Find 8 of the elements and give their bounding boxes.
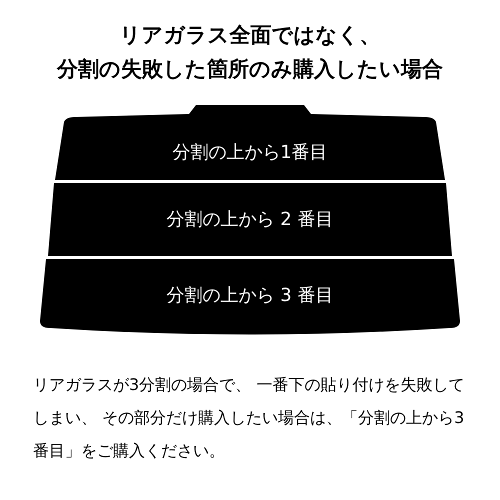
glass-segment xyxy=(55,105,445,180)
caption: リアガラスが3分割の場合で、 一番下の貼り付けを失敗してしまい、 その部分だけ購入したい場合は、「分割の上から3番目」をご購入ください。 xyxy=(33,374,466,462)
segment-label: 分割の上から 3 番目 xyxy=(166,284,334,307)
segment-label: 分割の上から 2 番目 xyxy=(166,208,334,231)
segment-label: 分割の上から1番目 xyxy=(171,141,329,164)
title: リアガラス全面ではなく、分割の失敗した箇所のみ購入したい場合 xyxy=(56,22,444,83)
glass-segment xyxy=(40,259,460,336)
glass-segment xyxy=(48,183,452,256)
